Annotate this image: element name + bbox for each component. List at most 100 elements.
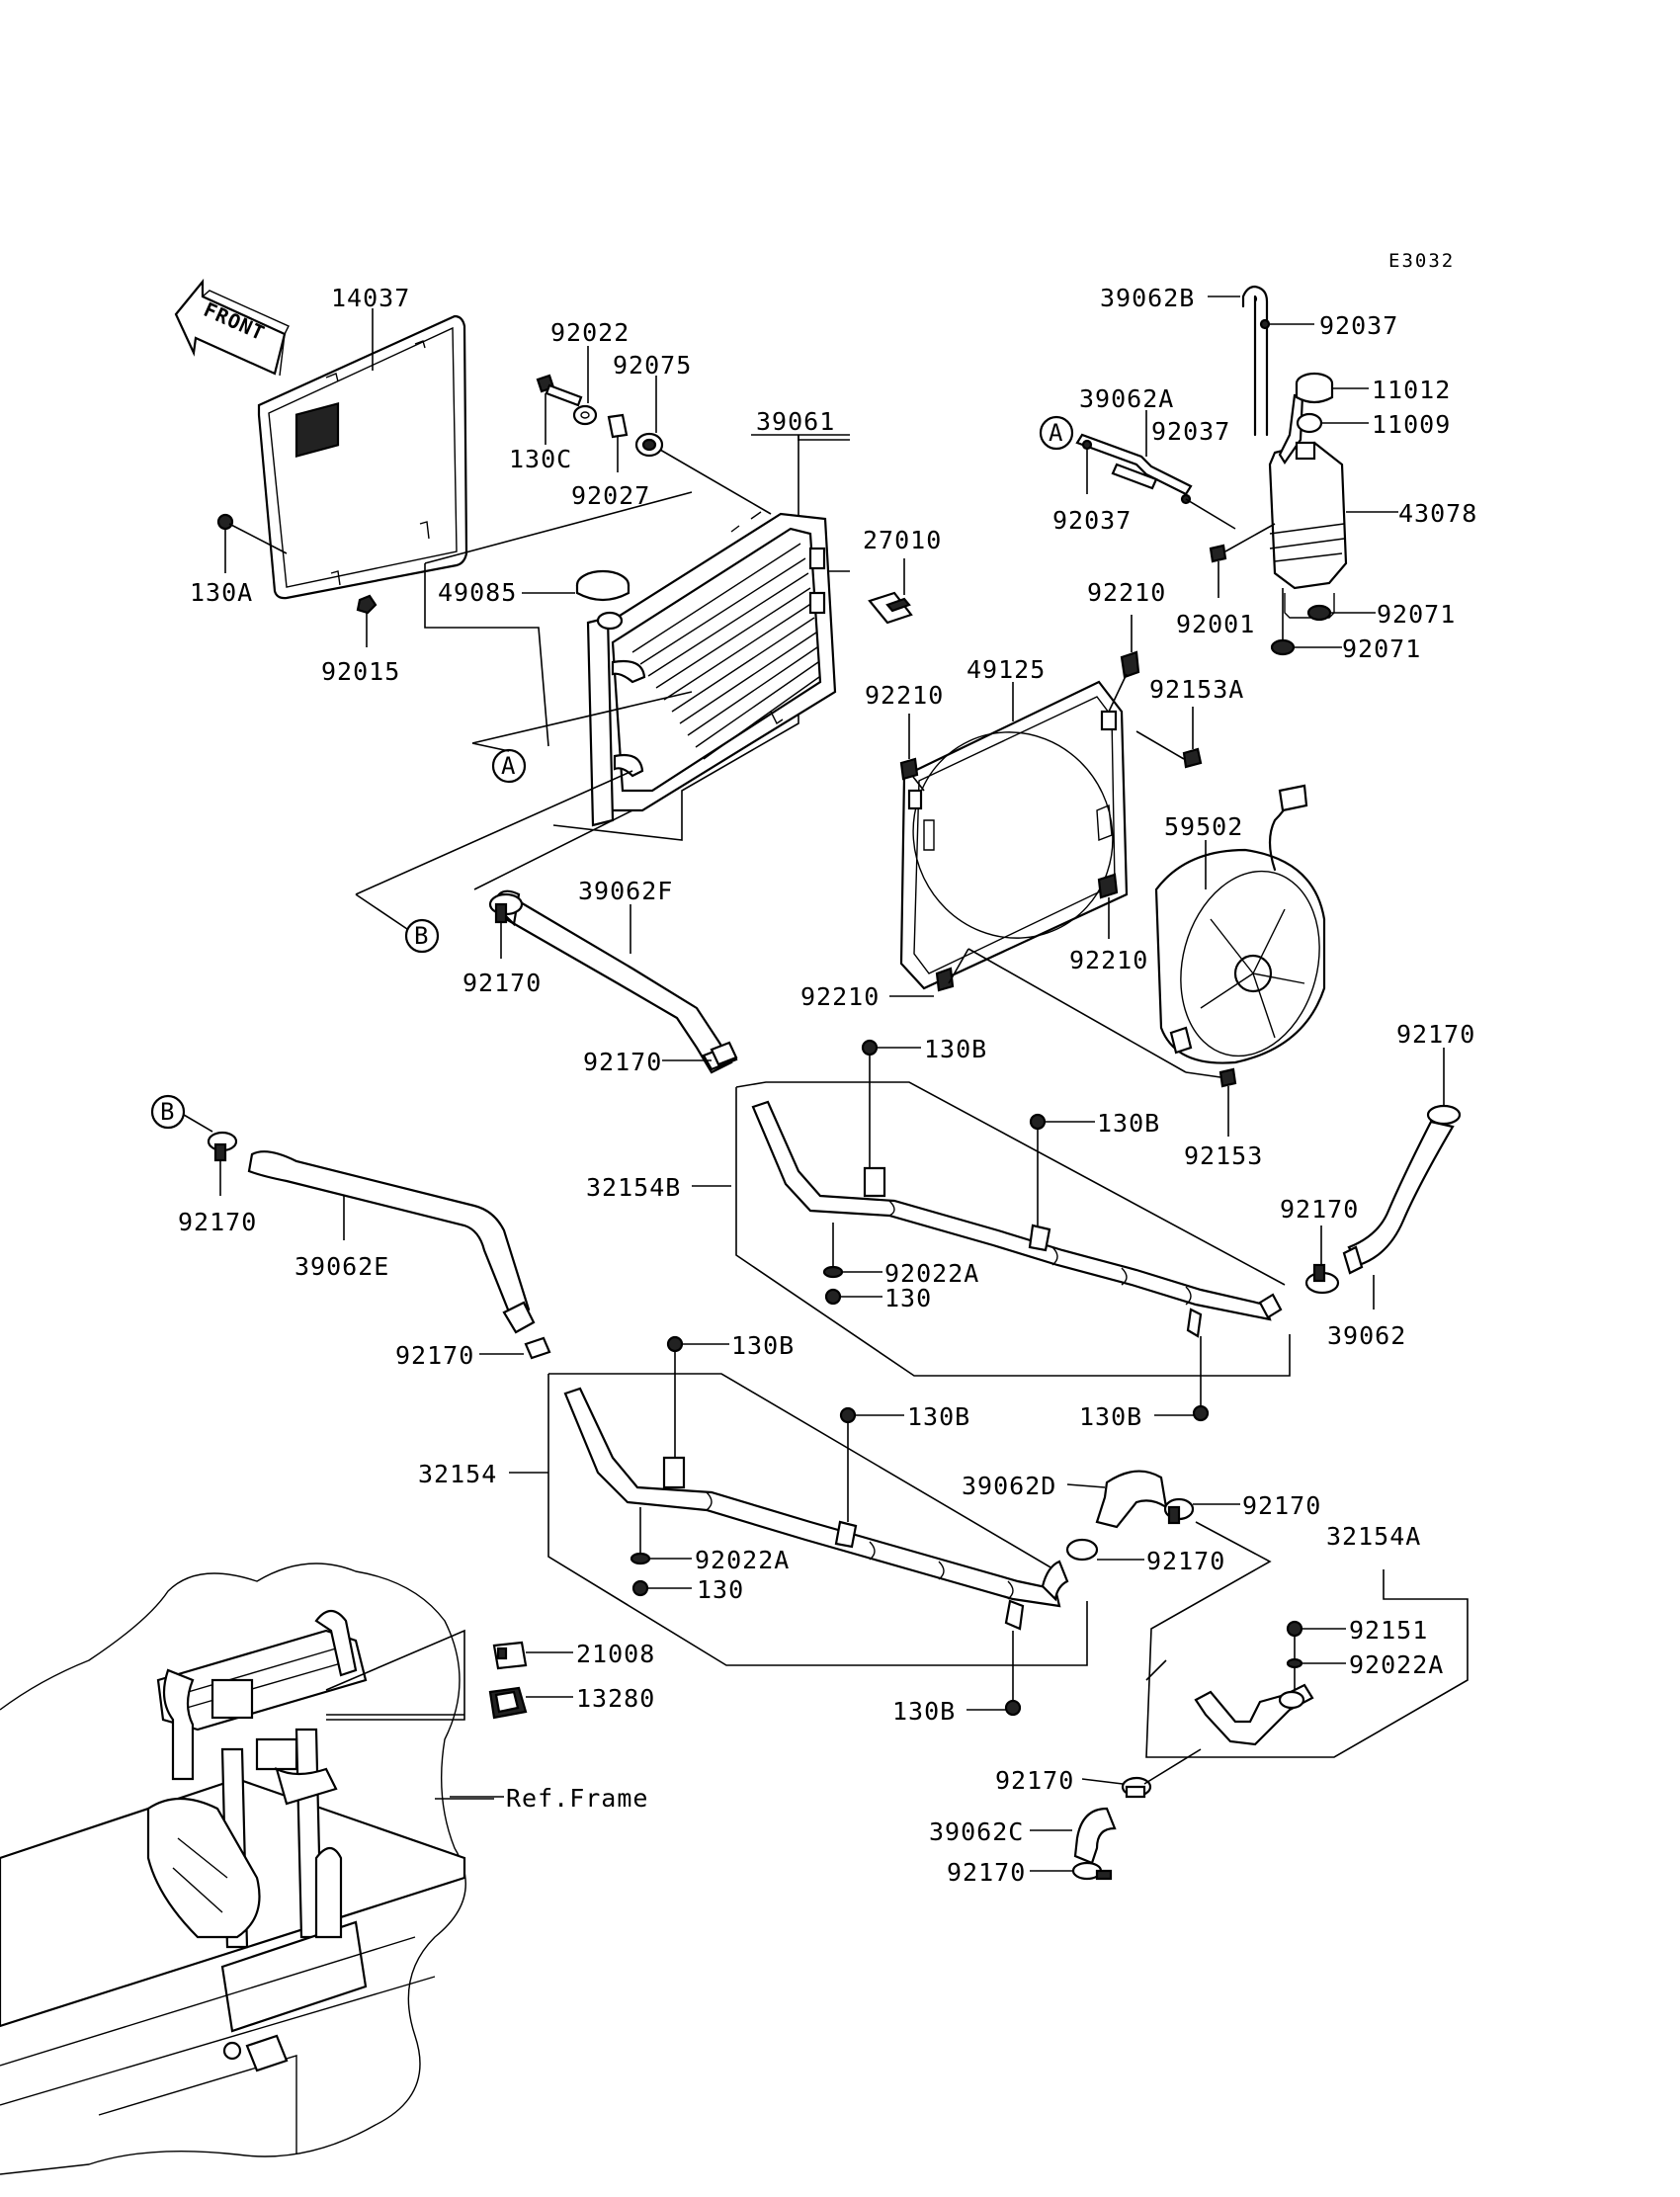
cap-bracket-lines <box>424 491 693 747</box>
label-92210-right: 92210 <box>1069 946 1148 974</box>
label-49085: 49085 <box>438 578 517 607</box>
label-130-2: 130 <box>697 1575 744 1604</box>
cap-11012 <box>1295 372 1369 404</box>
label-92170-mid: 92170 <box>583 1048 662 1076</box>
label-32154b: 32154B <box>586 1173 681 1202</box>
label-130b-1: 130B <box>924 1035 987 1063</box>
fan-switch-27010 <box>868 558 913 625</box>
clamp-92170-b <box>488 892 524 959</box>
hose-39062 <box>1342 1120 1455 1275</box>
label-92037-mid: 92037 <box>1151 417 1230 446</box>
front-direction-arrow: FRONT <box>174 278 290 377</box>
clip-92210-left <box>899 714 925 792</box>
clip-92210-bottom <box>889 948 969 997</box>
label-92022a-2: 92022A <box>695 1546 790 1574</box>
bolt-92153 <box>1185 1067 1237 1137</box>
label-130b-4: 130B <box>731 1331 795 1360</box>
ref-circle-a-right <box>1039 415 1074 451</box>
label-59502: 59502 <box>1164 812 1243 841</box>
label-92170-c1: 92170 <box>995 1766 1074 1795</box>
frame-reference-sketch <box>0 1563 466 2175</box>
grommet-92071-b <box>1270 588 1342 656</box>
label-92210-top: 92210 <box>1087 578 1166 607</box>
label-92027: 92027 <box>571 481 650 510</box>
pipe-bracket-32154a <box>1145 1521 1469 1758</box>
label-92022a-1: 92022A <box>884 1259 979 1288</box>
bolt-92001 <box>1209 523 1276 598</box>
bolt-130b-5 <box>839 1406 904 1522</box>
label-92022: 92022 <box>550 318 630 347</box>
radiator-39061 <box>586 511 837 827</box>
part-13280 <box>488 1686 573 1720</box>
clip-92210-top <box>1108 615 1140 713</box>
label-92001: 92001 <box>1176 610 1255 638</box>
label-21008: 21008 <box>576 1640 655 1668</box>
grommet-92075 <box>634 376 772 515</box>
clamp-92037-top <box>1259 318 1314 330</box>
label-92210-left: 92210 <box>865 681 944 710</box>
ref-b-right: B <box>160 1098 174 1126</box>
clamp-92170-low <box>479 1336 551 1360</box>
ref-circle-b-right <box>150 1094 186 1130</box>
pipe-32154 <box>563 1387 1069 1631</box>
diagram-code: E3032 <box>1388 250 1455 272</box>
collar-92027 <box>607 413 629 472</box>
hose-39062a <box>1075 410 1236 530</box>
label-43078: 43078 <box>1398 499 1477 528</box>
label-39062e: 39062E <box>294 1252 389 1281</box>
label-32154a: 32154A <box>1326 1522 1421 1551</box>
bolt-130-2 <box>631 1579 692 1597</box>
radiator-screen <box>257 314 468 600</box>
bolt-92153a <box>1135 707 1203 769</box>
label-130c: 130C <box>509 445 572 473</box>
label-92071-a: 92071 <box>1377 600 1456 629</box>
hose-39062c <box>1073 1807 1117 1865</box>
clamp-92170-mid <box>662 1041 738 1066</box>
label-13280: 13280 <box>576 1684 655 1713</box>
label-130a: 130A <box>190 578 253 607</box>
label-32154: 32154 <box>418 1460 497 1488</box>
bolt-92151 <box>1286 1620 1346 1690</box>
label-92037-top: 92037 <box>1319 311 1398 340</box>
label-92170-d2: 92170 <box>1146 1547 1225 1575</box>
pipe-32154b <box>751 1100 1283 1338</box>
pipe-bracket-32154b <box>692 1081 1291 1377</box>
bolt-130c <box>536 374 583 445</box>
label-27010: 27010 <box>863 526 942 554</box>
label-92170-b: 92170 <box>462 969 542 997</box>
washer-92022a-2 <box>630 1507 692 1565</box>
label-130b-2: 130B <box>1097 1109 1160 1138</box>
label-92210-bottom: 92210 <box>800 982 880 1011</box>
label-92170-right: 92170 <box>1396 1020 1475 1049</box>
bolt-130b-6 <box>966 1631 1022 1717</box>
label-92022a-3: 92022A <box>1349 1650 1444 1679</box>
label-92037-left: 92037 <box>1052 506 1132 535</box>
bolt-130b-3 <box>1154 1336 1210 1422</box>
label-39061: 39061 <box>756 407 835 436</box>
label-92170-low: 92170 <box>395 1341 474 1370</box>
nut-92015 <box>356 594 378 647</box>
part-21008 <box>492 1641 573 1670</box>
label-11012: 11012 <box>1372 376 1451 404</box>
pipe-32154a <box>1194 1683 1314 1746</box>
bolt-130b-2 <box>1029 1113 1095 1225</box>
reservoir-tank-43078 <box>1268 393 1348 619</box>
hose-39062d <box>1095 1470 1168 1529</box>
label-39062f: 39062F <box>578 877 673 905</box>
clip-92210-right <box>1097 873 1119 939</box>
label-130b-6: 130B <box>892 1697 956 1726</box>
clamp-92170-left <box>207 1131 238 1196</box>
bolt-130-1 <box>824 1288 882 1306</box>
label-39062: 39062 <box>1327 1321 1406 1350</box>
clamp-92170-d1 <box>1163 1497 1240 1525</box>
label-130-1: 130 <box>884 1284 932 1312</box>
bolt-130a <box>216 513 288 573</box>
ref-circle-a-left <box>491 748 527 784</box>
label-49125: 49125 <box>966 655 1046 684</box>
label-39062a: 39062A <box>1079 384 1174 413</box>
label-39062b: 39062B <box>1100 284 1195 312</box>
ref-b-left: B <box>414 922 428 950</box>
label-14037: 14037 <box>331 284 410 312</box>
